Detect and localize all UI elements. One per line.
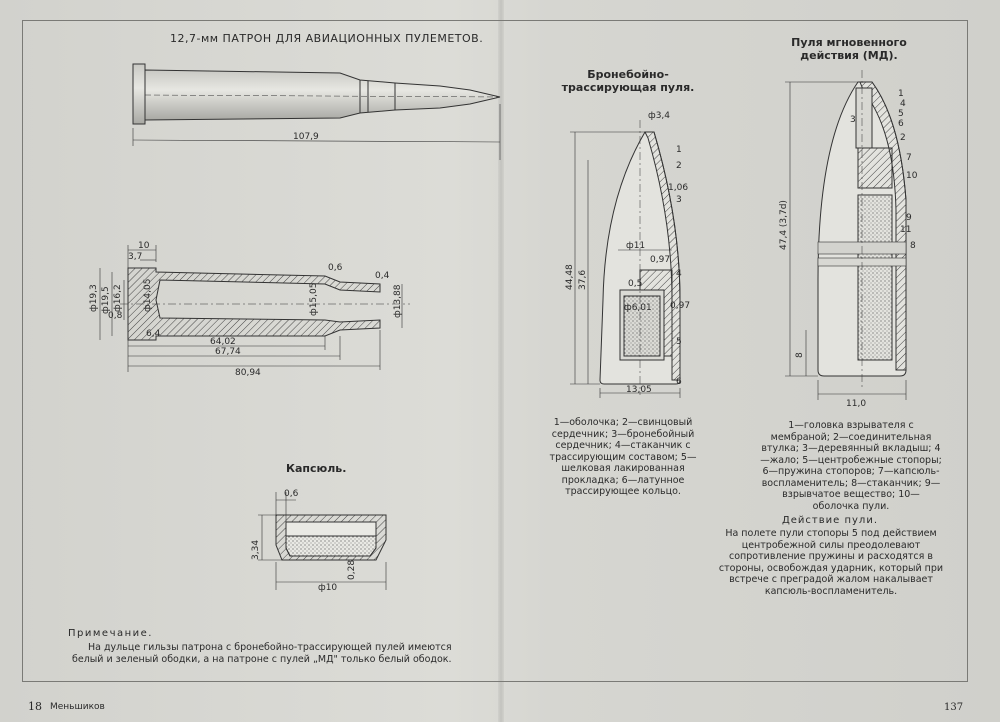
md-callout: 3 <box>850 115 856 125</box>
md-callout: 1 <box>898 89 904 99</box>
md-callout: 6 <box>898 119 904 129</box>
bpt-callout: 4 <box>676 269 682 279</box>
md-action-text: На полете пули стопоры 5 под действием ц… <box>718 528 944 597</box>
md-dim-d110: 11,0 <box>846 399 866 409</box>
bpt-callout: 1 <box>676 145 682 155</box>
dim-w10: 10 <box>138 241 150 251</box>
bpt-dim-d097b: 0,97 <box>670 301 690 311</box>
dim-w06: 0,6 <box>328 263 343 273</box>
dim-d193: ф19,3 <box>89 284 99 312</box>
bpt-dim-d601: ф6,01 <box>624 303 652 313</box>
bpt-dim-d11: ф11 <box>626 241 645 251</box>
page-fold <box>498 0 504 722</box>
md-callout: 11 <box>900 225 911 235</box>
note-heading: Примечание. <box>68 628 153 639</box>
dim-d162: ф16,2 <box>113 284 123 312</box>
dim-d195: ф19,5 <box>101 286 111 314</box>
bpt-callout: 3 <box>676 195 682 205</box>
dim-d1388: ф13,88 <box>393 284 403 318</box>
primer-dim-h334: 3,34 <box>251 540 261 560</box>
dim-w64: 6,4 <box>146 329 161 339</box>
bpt-callouts: 1 2 3 4 5 6 <box>676 145 682 387</box>
cartridge-drawing <box>132 63 501 160</box>
dim-l6402: 64,02 <box>210 337 236 347</box>
bpt-dim-len1: 44,48 <box>565 264 575 290</box>
bpt-callout: 5 <box>676 337 682 347</box>
dim-d1505: ф15,05 <box>309 283 319 316</box>
md-callout: 5 <box>898 109 904 119</box>
md-action-heading: Действие пули. <box>781 515 879 526</box>
md-callout: 9 <box>906 213 912 223</box>
author-name: Меньшиков <box>50 702 105 712</box>
page-number-right: 137 <box>944 702 964 713</box>
dim-d1405: ф14,05 <box>143 279 153 312</box>
bpt-dim-d05: 0,5 <box>628 279 642 289</box>
md-callout: 2 <box>900 133 906 143</box>
case-section-drawing <box>99 245 410 372</box>
bpt-dim-len2: 37,6 <box>578 270 588 290</box>
cartridge-length-dim: 107,9 <box>293 132 319 142</box>
md-callout: 10 <box>906 171 918 181</box>
dim-l6774: 67,74 <box>215 347 241 357</box>
md-callout: 7 <box>906 153 912 163</box>
md-callout: 8 <box>910 241 916 251</box>
bpt-bullet-drawing <box>570 120 681 398</box>
md-callout: 4 <box>900 99 906 109</box>
primer-dim-w06: 0,6 <box>284 489 299 499</box>
md-dim-d8: 8 <box>795 352 805 358</box>
md-heading: Пуля мгновенного действия (МД). <box>791 36 907 62</box>
dim-w37: 3,7 <box>128 252 142 262</box>
md-callouts: 1 4 5 6 2 7 10 9 11 8 3 <box>850 89 918 251</box>
primer-heading: Капсюль. <box>286 462 347 475</box>
md-legend: 1—головка взрывателя с мембраной; 2—соед… <box>760 420 942 512</box>
bpt-dim-d1305: 13,05 <box>626 385 652 395</box>
bpt-dim-d34: ф3,4 <box>648 111 670 121</box>
primer-drawing <box>258 492 387 590</box>
bpt-heading: Бронебойно-трассирующая пуля. <box>561 68 695 94</box>
md-bullet-drawing <box>785 70 907 400</box>
primer-dim-d10: ф10 <box>318 583 337 593</box>
primer-dim-d028: 0,28 <box>347 560 357 580</box>
md-dim-len: 47,4 (3,7d) <box>779 200 789 250</box>
page-title: 12,7-мм ПАТРОН ДЛЯ АВИАЦИОННЫХ ПУЛЕМЕТОВ… <box>170 32 484 45</box>
page-frame <box>22 20 968 682</box>
bpt-callout: 2 <box>676 161 682 171</box>
page-number-left: 18 <box>28 700 42 713</box>
bpt-dim-d097a: 0,97 <box>650 255 670 265</box>
note-text: На дульце гильзы патрона с бронебойно-тр… <box>72 642 452 665</box>
bpt-legend: 1—оболочка; 2—свинцовый сердечник; 3—бро… <box>549 417 697 497</box>
dim-l8094: 80,94 <box>235 368 261 378</box>
bpt-callout: 6 <box>676 377 682 387</box>
dim-w08: 0,8 <box>108 311 123 321</box>
dim-w04: 0,4 <box>375 271 390 281</box>
bpt-dim-d106: 1,06 <box>668 183 688 193</box>
